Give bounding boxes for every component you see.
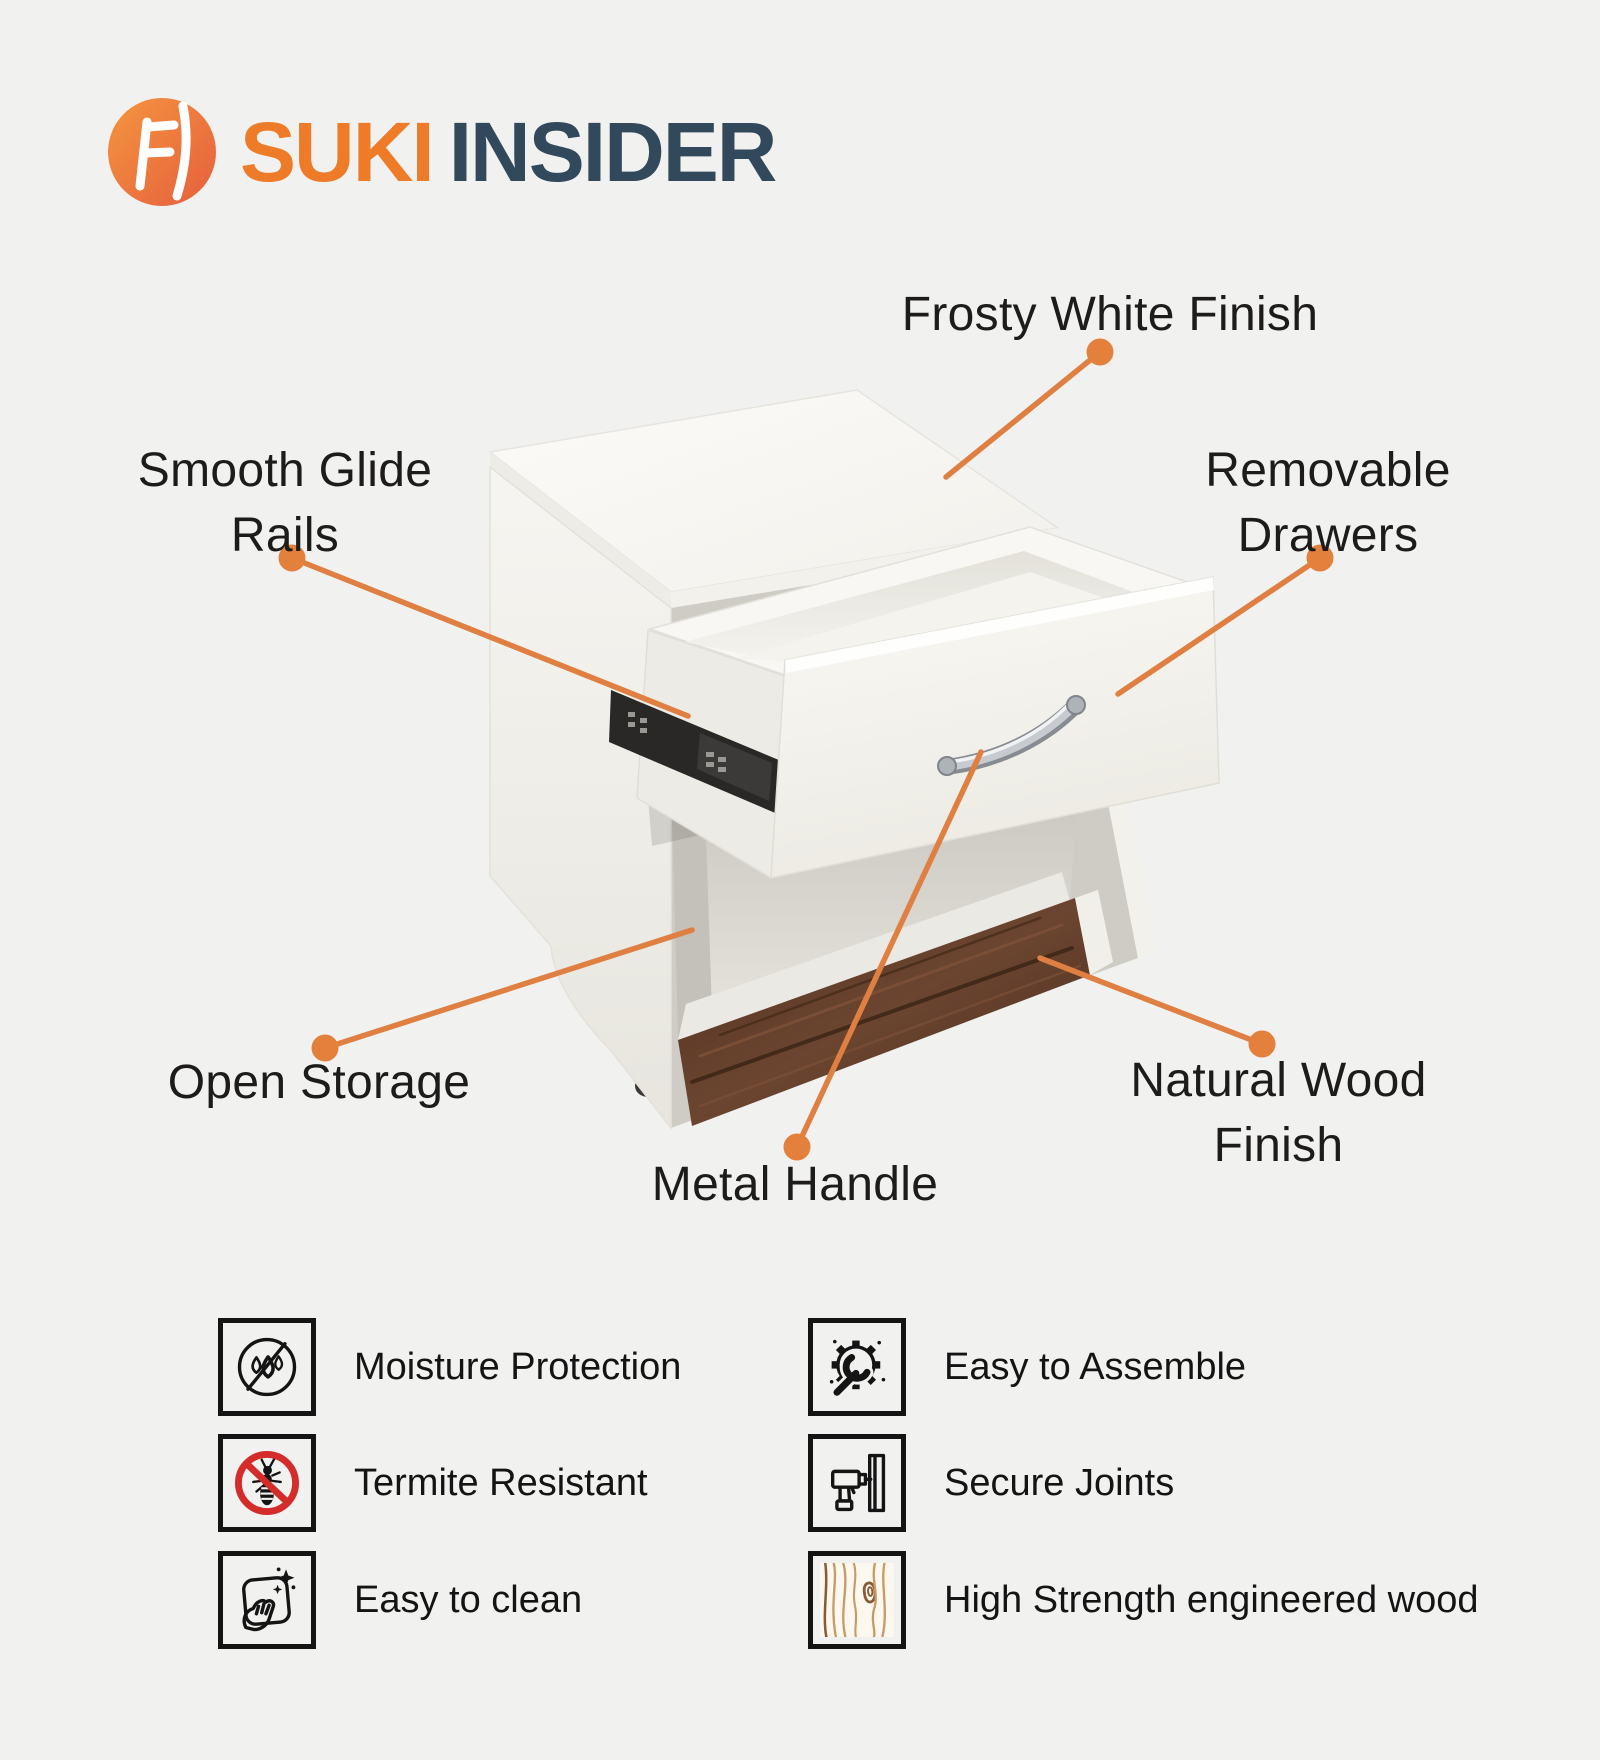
callout-dots: [278, 338, 1334, 1161]
assemble-icon: [808, 1318, 906, 1416]
feature-label: Secure Joints: [944, 1461, 1175, 1504]
callout-frosty-white-finish: Frosty White Finish: [901, 288, 1319, 341]
glide-rail: [609, 690, 798, 821]
clean-icon: [218, 1551, 316, 1649]
feature-label: Easy to clean: [354, 1578, 583, 1621]
moisture-icon: [218, 1318, 316, 1416]
feature-easy-to-clean: Easy to clean: [218, 1551, 582, 1649]
callout-removable-drawers: Removable Drawers: [1205, 444, 1451, 562]
joints-icon: [808, 1434, 906, 1532]
feature-label: Easy to Assemble: [944, 1345, 1247, 1388]
feature-moisture-protection: Moisture Protection: [218, 1318, 681, 1416]
feature-secure-joints: Secure Joints: [808, 1434, 1174, 1532]
callout-metal-handle: Metal Handle: [651, 1158, 939, 1211]
walnut-panel: [678, 890, 1113, 1126]
callout-open-storage: Open Storage: [167, 1056, 471, 1109]
feature-label: High Strength engineered wood: [944, 1578, 1479, 1621]
callout-natural-wood-finish: Natural Wood Finish: [1130, 1054, 1427, 1172]
feature-label: Termite Resistant: [354, 1461, 648, 1504]
natural-wood-line: [1037, 955, 1265, 1047]
feature-termite-resistant: Termite Resistant: [218, 1434, 648, 1532]
open-drawer: [609, 526, 1220, 880]
open-storage-line: [322, 927, 695, 1051]
frosty-line: [943, 349, 1103, 480]
feature-easy-to-assemble: Easy to Assemble: [808, 1318, 1246, 1416]
glide-line: [289, 555, 691, 719]
brand-secondary-text: INSIDER: [448, 105, 778, 199]
metal-handle-line: [794, 749, 984, 1150]
removable-line: [1115, 555, 1323, 697]
chair-icon: [108, 98, 216, 206]
feature-label: Moisture Protection: [354, 1345, 682, 1388]
termite-icon: [218, 1434, 316, 1532]
wood-icon: [808, 1551, 906, 1649]
callout-lines: [289, 349, 1323, 1150]
metal-handle: [937, 695, 1086, 776]
feature-engineered-wood: High Strength engineered wood: [808, 1551, 1479, 1649]
callout-smooth-glide-rails: Smooth Glide Rails: [137, 444, 433, 562]
brand-primary-text: SUKI: [240, 105, 435, 199]
